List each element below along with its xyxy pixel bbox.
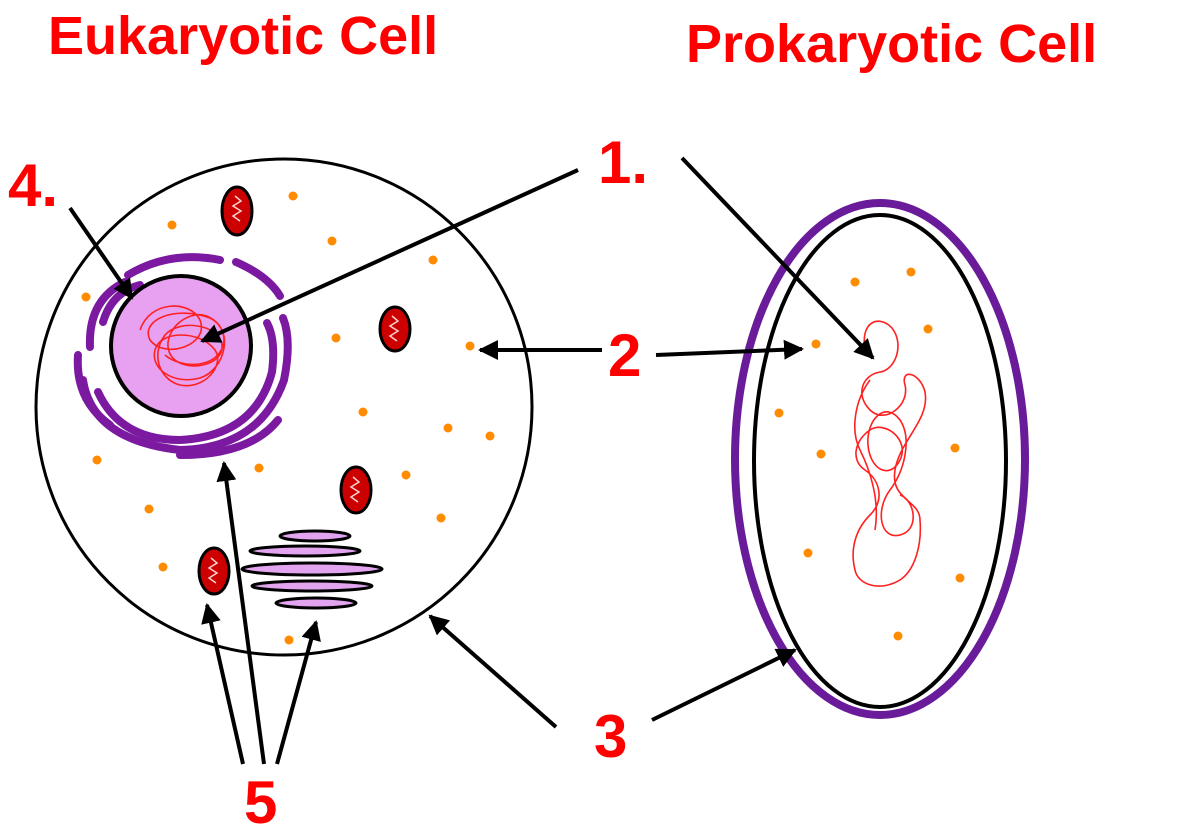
nucleus-dna [139,305,226,387]
arrow-1-prokaryotic [680,156,875,360]
label-5: 5 [244,769,277,829]
mitochondrion [378,305,412,353]
arrow-1-eukaryotic [200,168,579,343]
mitochondrion [220,185,254,237]
prokaryotic-title: Prokaryotic Cell [686,14,1097,74]
eukaryotic-title: Eukaryotic Cell [48,6,438,66]
golgi-apparatus [240,529,384,610]
prokaryotic-ribosomes [774,267,965,641]
arrow-4 [68,206,134,300]
label-2: 2 [608,322,641,389]
arrow-5-mitochondrion [201,603,245,765]
prokaryotic-cell [731,199,1029,719]
label-1: 1. [598,129,648,196]
nucleoid-dna [852,320,927,587]
label-3: 3 [594,703,627,770]
prokaryotic-cell-membrane [752,213,1008,709]
mitochondrion [197,546,231,596]
arrow-5-er [216,461,266,765]
label-4: 4. [8,152,58,219]
eukaryotic-cell [34,157,534,657]
arrow-3-prokaryotic [651,648,797,722]
label-arrows [68,156,875,765]
arrow-2-prokaryotic [655,339,804,360]
arrow-3-eukaryotic [428,614,558,729]
mitochondrion [339,465,373,515]
nucleus [109,274,253,418]
arrow-5-golgi [275,620,321,765]
eukaryotic-ribosomes [81,191,495,645]
